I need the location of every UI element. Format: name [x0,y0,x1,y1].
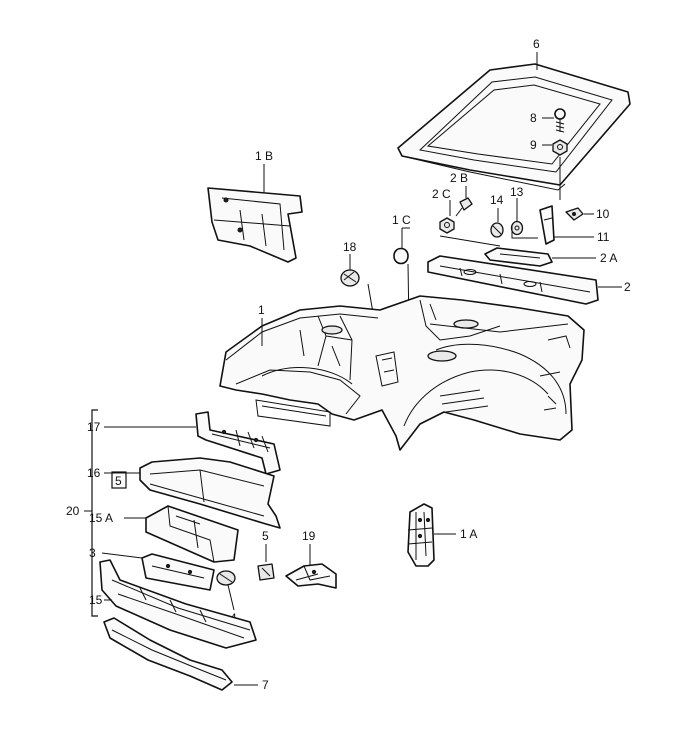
label-5: 5 [262,529,269,543]
part-6-windshield-frame [397,63,631,191]
label-5-boxed: 5 [115,474,122,488]
label-20: 20 [66,504,80,518]
label-1a: 1 A [460,527,477,541]
part-1b-bracket [207,187,303,263]
part-3-support-plate [141,553,215,591]
part-2a-cowl-panel [484,247,553,267]
bracket-13-11 [511,226,538,239]
label-15: 15 [89,593,103,607]
part-9-nut [552,139,568,156]
part-15a-bumper-bracket [145,505,239,563]
part-7-spoiler [103,617,233,691]
label-10: 10 [596,207,610,221]
label-2b: 2 B [450,171,468,185]
part-18-mount [340,269,360,287]
part-15-bumper [99,559,257,649]
part-1a-hinge-bracket [407,503,435,567]
part-2c-nut [439,217,455,234]
part-8-screw [554,108,566,133]
label-2c: 2 C [432,187,451,201]
label-6: 6 [533,37,540,51]
label-16: 16 [87,466,101,480]
label-8: 8 [530,111,537,125]
group-bracket-20 [91,409,98,617]
label-11: 11 [597,230,610,244]
label-17: 17 [87,420,101,434]
label-2: 2 [624,280,631,294]
part-14-clip [490,222,504,238]
leader-3 [101,552,143,559]
label-2a: 2 A [600,251,617,265]
label-1c: 1 C [392,213,411,227]
part-13-clip [510,220,524,236]
label-19: 19 [302,529,316,543]
part-4-bump-stop [216,570,236,586]
label-18: 18 [343,240,357,254]
label-7: 7 [262,678,269,692]
part-10-clip [565,207,584,221]
part-2b-screw [455,197,473,217]
leader-4 [227,584,235,611]
label-1b: 1 B [255,149,273,163]
part-2-cross-member [427,255,599,305]
part-19-bracket [285,563,337,589]
part-16-bumper-support [139,457,281,529]
label-15a: 15 A [89,511,113,525]
label-13: 13 [510,185,524,199]
label-1: 1 [258,303,265,317]
part-1c-grommet [393,247,409,265]
label-5-box [111,471,127,489]
part-5-bushing [257,563,275,581]
assembly-axis [439,235,501,247]
label-14: 14 [490,193,504,207]
part-11-bracket [539,205,555,245]
part-17-crossmember [195,411,281,475]
part-1-front-body [219,295,585,451]
label-9: 9 [530,138,537,152]
